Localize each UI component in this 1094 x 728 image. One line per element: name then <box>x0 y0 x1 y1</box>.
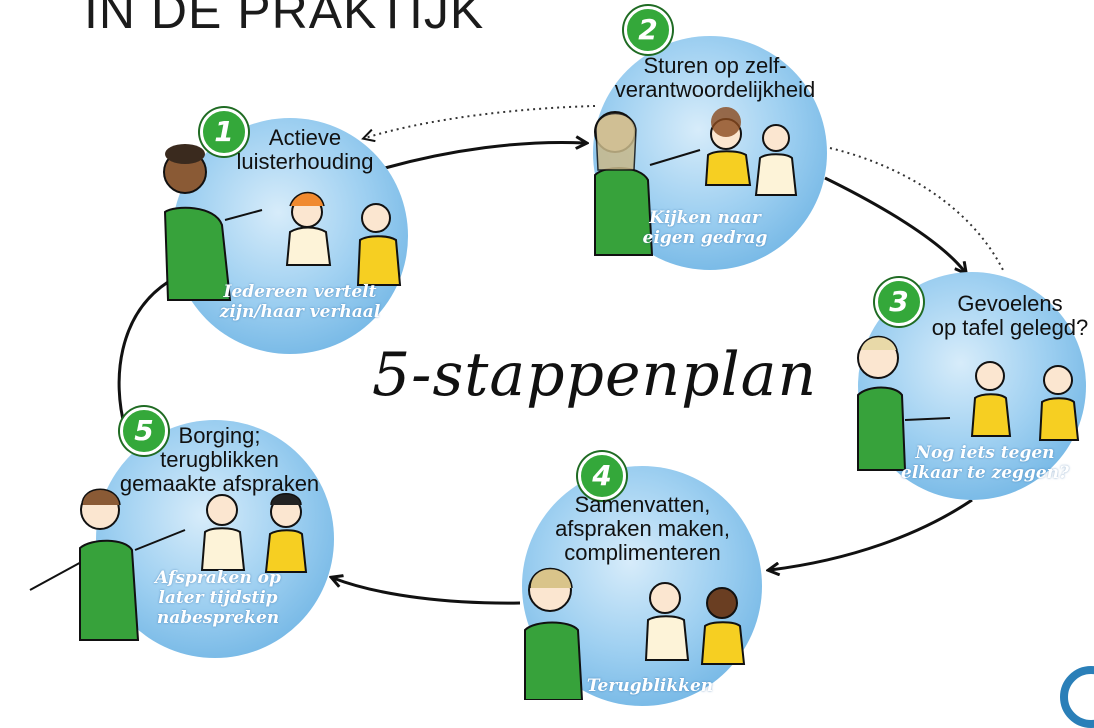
arrow-4-to-5 <box>333 578 521 605</box>
page-title: IN DE PRAKTIJK <box>84 0 485 39</box>
step-4-heading: Samenvatten, afspraken maken, compliment… <box>555 492 730 565</box>
line-5-to-1 <box>117 280 169 429</box>
step-2-caption: Kijken naar eigen gedrag <box>642 208 768 248</box>
step-3-people-illustration <box>857 335 1080 471</box>
step-1-heading: Actieve luisterhouding <box>236 125 374 174</box>
step-5-caption: Afspraken op later tijdstip nabespreken <box>155 568 281 628</box>
step-3-number-badge: 3 <box>875 278 923 326</box>
step-4-number-badge: 4 <box>578 452 626 500</box>
step-5-heading: Borging; terugblikken gemaakte afspraken <box>119 423 320 496</box>
arrow-1-to-2 <box>384 142 585 170</box>
step-5-number-badge: 5 <box>120 407 168 455</box>
step-2-heading: Sturen op zelf- verantwoordelijkheid <box>614 53 816 102</box>
step-2-number-badge: 2 <box>624 6 672 54</box>
cycle-arrows <box>117 105 1004 605</box>
arrow-2-to-3 <box>824 176 965 272</box>
step-1-caption: Iedereen vertelt zijn/haar verhaal <box>219 282 381 322</box>
step-3-caption: Nog iets tegen elkaar te zeggen? <box>901 443 1069 483</box>
diagram-title: 5-stappenplan <box>372 340 818 410</box>
diagram-canvas: IN DE PRAKTIJK 5-stappenplan 1 Actieve l… <box>29 0 1094 728</box>
step-2-people-illustration <box>594 107 798 256</box>
step-4-caption: Terugblikken <box>586 676 714 696</box>
step-3-heading: Gevoelens op tafel gelegd? <box>931 291 1089 340</box>
dotted-path-2-to-3 <box>829 147 1004 271</box>
step-1-people-illustration <box>163 144 402 301</box>
arrow-3-to-4 <box>770 498 973 570</box>
step-5-people-illustration <box>29 488 308 641</box>
step-1-number-badge: 1 <box>200 108 248 156</box>
step-4-people-illustration <box>524 567 746 700</box>
